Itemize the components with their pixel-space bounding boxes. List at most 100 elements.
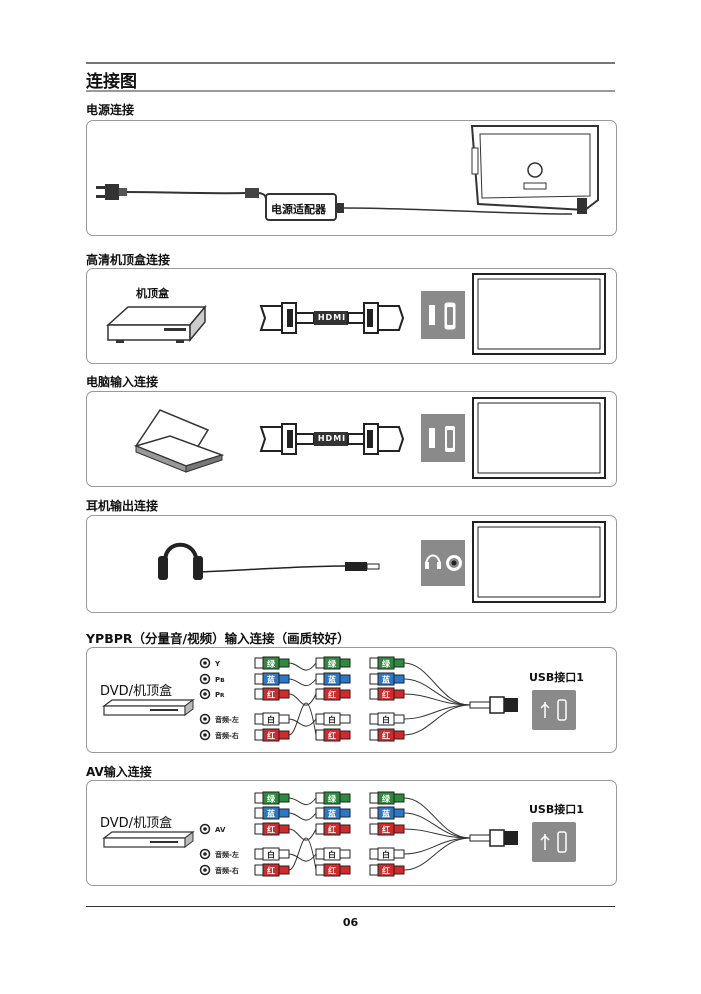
page-title: 连接图	[86, 72, 137, 92]
av-usb-label: USB接口1	[529, 803, 584, 816]
headphone-jack-icon	[425, 554, 462, 571]
svg-text:绿: 绿	[328, 659, 337, 669]
rca-plug-icon: 绿	[315, 656, 351, 670]
usb-icon	[540, 699, 567, 721]
av-device-label: DVD/机顶盒	[100, 816, 173, 831]
svg-text:红: 红	[382, 690, 390, 700]
dvd-player-icon	[102, 699, 195, 716]
svg-text:红: 红	[382, 866, 390, 876]
rca-plug-icon: 红	[369, 728, 405, 742]
usb-port-panel-av	[532, 822, 576, 862]
usb-port-panel	[532, 690, 576, 730]
section-title-pc: 电脑输入连接	[86, 375, 159, 389]
svg-text:白: 白	[267, 715, 275, 725]
svg-text:绿: 绿	[382, 659, 391, 669]
rca-plug-icon: 红	[369, 822, 405, 836]
input-jack-icon	[199, 657, 211, 669]
rca-plug-icon: 红	[254, 687, 290, 701]
input-jack-label: Pʀ	[215, 691, 225, 699]
power-plug-icon	[96, 184, 127, 200]
tv-front-icon-headphone	[472, 521, 606, 603]
input-jack-label: 音频-右	[215, 731, 239, 740]
svg-text:红: 红	[328, 731, 336, 741]
svg-text:蓝: 蓝	[382, 809, 390, 819]
set-top-box-icon	[106, 304, 207, 343]
tv-front-icon	[472, 273, 606, 355]
svg-text:红: 红	[382, 731, 390, 741]
laptop-icon	[133, 409, 225, 473]
svg-text:红: 红	[267, 866, 275, 876]
hdmi-cable-icon	[259, 302, 405, 334]
input-jack-label: Pʙ	[215, 676, 225, 684]
input-jack-label: AV	[215, 826, 226, 834]
svg-text:蓝: 蓝	[267, 809, 275, 819]
top-rule	[86, 62, 615, 64]
section-title-power: 电源连接	[86, 103, 135, 117]
rca-plug-icon: 红	[254, 822, 290, 836]
rca-plug-icon: 白	[369, 847, 405, 861]
svg-text:白: 白	[328, 715, 336, 725]
tv-back-icon	[470, 125, 599, 214]
rca-plug-icon: 蓝	[254, 672, 290, 686]
svg-text:红: 红	[382, 825, 390, 835]
svg-text:蓝: 蓝	[328, 675, 336, 685]
rca-plug-icon: 白	[315, 847, 351, 861]
svg-text:白: 白	[328, 850, 336, 860]
svg-text:红: 红	[328, 690, 336, 700]
hdmi-cable-icon-pc	[259, 423, 405, 455]
rca-plug-icon: 绿	[369, 656, 405, 670]
rca-plug-icon: 白	[254, 712, 290, 726]
rca-plug-icon: 红	[254, 863, 290, 877]
input-jack-label: 音频-右	[215, 866, 239, 875]
svg-text:红: 红	[328, 825, 336, 835]
dvd-player-icon-av	[102, 831, 195, 848]
section-title-headphone: 耳机输出连接	[86, 499, 159, 513]
usb-plug-icon	[469, 696, 518, 714]
rca-plug-icon: 绿	[315, 791, 351, 805]
rca-plug-icon: 红	[254, 728, 290, 742]
svg-text:红: 红	[267, 825, 275, 835]
svg-text:蓝: 蓝	[267, 675, 275, 685]
input-jack-icon	[199, 729, 211, 741]
svg-text:红: 红	[267, 690, 275, 700]
svg-text:红: 红	[328, 866, 336, 876]
rca-plug-icon: 红	[315, 863, 351, 877]
ypbpr-device-label: DVD/机顶盒	[100, 684, 173, 699]
rca-plug-icon: 蓝	[315, 806, 351, 820]
hdmi-cable-text-pc: HDMI	[317, 434, 347, 443]
section-title-ypbpr: YPBPR（分量音/视频）输入连接（画质较好）	[86, 631, 350, 646]
ypbpr-usb-label: USB接口1	[529, 671, 584, 684]
input-jack-icon	[199, 848, 211, 860]
hdmi-cable-text: HDMI	[317, 313, 347, 322]
rca-plug-icon: 蓝	[254, 806, 290, 820]
input-jack-label: 音频-左	[215, 715, 239, 724]
svg-text:绿: 绿	[382, 794, 391, 804]
rca-plug-icon: 红	[315, 687, 351, 701]
input-jack-icon	[199, 688, 211, 700]
svg-text:绿: 绿	[267, 659, 276, 669]
section-title-hd-box: 高清机顶盒连接	[86, 253, 171, 267]
input-jack-icon	[199, 673, 211, 685]
svg-text:白: 白	[382, 850, 390, 860]
footer-rule	[86, 906, 615, 907]
input-jack-icon	[199, 823, 211, 835]
set-top-box-label: 机顶盒	[136, 287, 169, 300]
rca-plug-icon: 红	[369, 687, 405, 701]
svg-text:绿: 绿	[267, 794, 276, 804]
tv-front-icon-pc	[472, 397, 606, 479]
svg-text:白: 白	[267, 850, 275, 860]
input-jack-label: 音频-左	[215, 850, 239, 859]
input-jack-icon	[199, 864, 211, 876]
svg-text:蓝: 蓝	[382, 675, 390, 685]
rca-plug-icon: 白	[369, 712, 405, 726]
rca-plug-icon: 蓝	[315, 672, 351, 686]
hdmi-port-panel	[421, 291, 465, 339]
